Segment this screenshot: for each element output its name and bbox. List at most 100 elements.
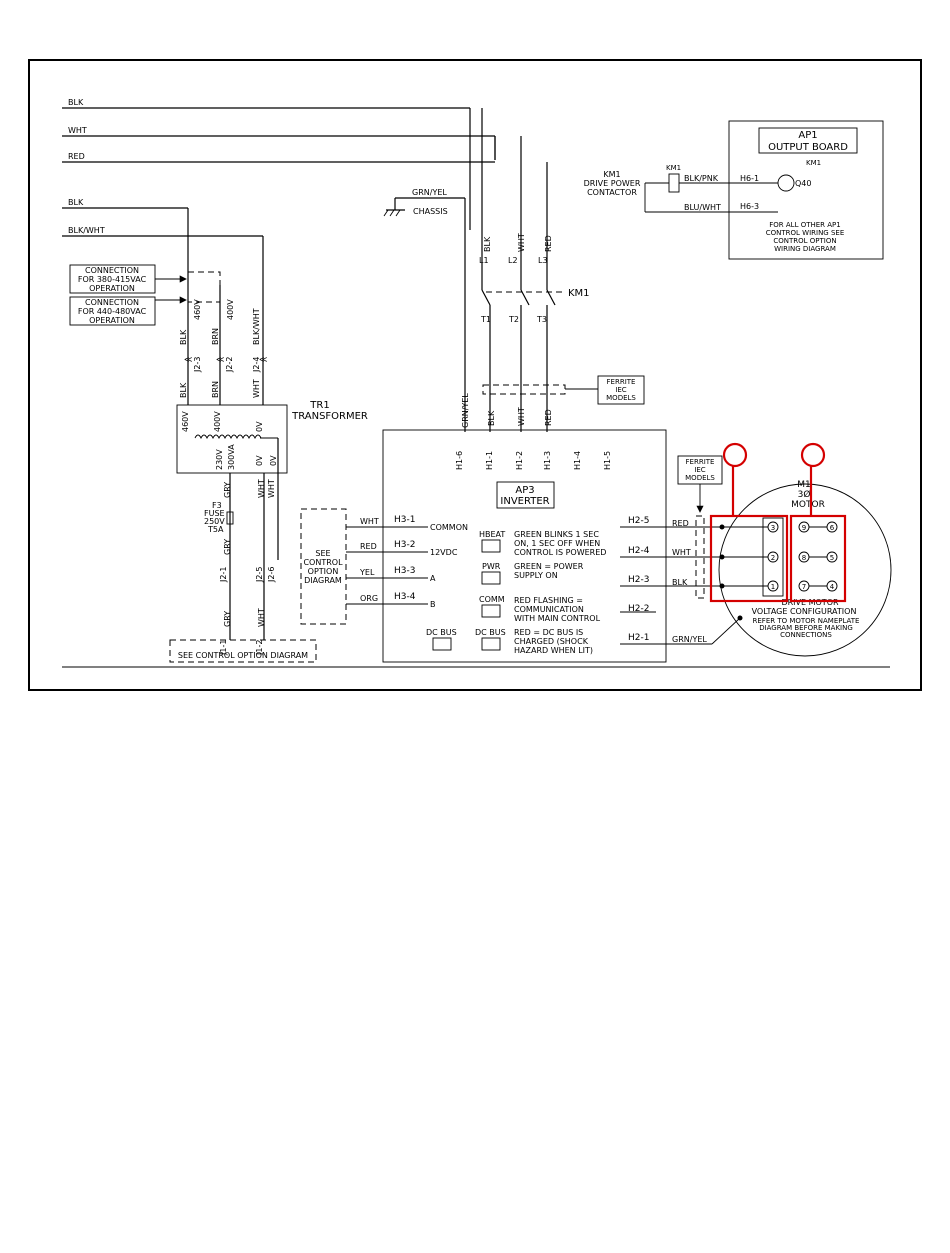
svg-text:400V: 400V — [213, 411, 222, 432]
svg-text:WHT: WHT — [672, 548, 691, 557]
svg-text:INVERTER: INVERTER — [500, 496, 549, 507]
svg-text:0V: 0V — [255, 455, 264, 466]
svg-text:RED FLASHING =: RED FLASHING = — [514, 596, 583, 605]
svg-text:J2-2: J2-2 — [225, 357, 234, 373]
svg-text:BLK: BLK — [483, 236, 492, 252]
svg-text:HAZARD WHEN LIT): HAZARD WHEN LIT) — [514, 646, 593, 655]
svg-text:J1-2: J1-2 — [255, 640, 264, 656]
highlight-box-line-terminals — [709, 514, 789, 603]
connection-box-380: CONNECTION FOR 380-415VAC OPERATION — [69, 264, 187, 294]
ap3-inverter: AP3 INVERTER H1-6 H1-1 H1-2 H1-3 H1-4 H1… — [346, 429, 741, 663]
svg-text:CONTROL WIRING SEE: CONTROL WIRING SEE — [766, 229, 845, 237]
svg-text:MODELS: MODELS — [685, 474, 715, 482]
svg-text:H3-2: H3-2 — [394, 540, 415, 550]
svg-text:T3: T3 — [536, 315, 547, 324]
svg-text:3Ø: 3Ø — [798, 489, 811, 500]
svg-text:8: 8 — [802, 554, 806, 562]
m1-motor: M1 3Ø MOTOR 3 2 1 9 6 8 5 7 4 DRIVE MOTO… — [718, 480, 892, 657]
km1-label: KM1 — [568, 288, 590, 299]
svg-text:WHT: WHT — [517, 233, 526, 252]
svg-text:GREEN BLINKS 1 SEC: GREEN BLINKS 1 SEC — [514, 530, 599, 539]
svg-text:GREEN = POWER: GREEN = POWER — [514, 562, 584, 571]
svg-text:WHT: WHT — [267, 479, 276, 498]
svg-text:COMMUNICATION: COMMUNICATION — [514, 605, 584, 614]
svg-text:J1-1: J1-1 — [219, 640, 228, 656]
svg-text:H2-4: H2-4 — [628, 546, 650, 556]
svg-text:230V: 230V — [215, 449, 224, 470]
highlight-marker-right — [800, 442, 826, 468]
fuse-f3 — [226, 511, 234, 525]
svg-text:GRY: GRY — [223, 539, 232, 555]
km1-coil: KM1 DRIVE POWER CONTACTOR KM1 BLK/PNK BL… — [584, 164, 778, 213]
svg-text:A: A — [430, 574, 436, 583]
svg-text:H2-1: H2-1 — [628, 633, 649, 643]
svg-text:0V: 0V — [269, 455, 278, 466]
svg-text:BRN: BRN — [211, 328, 220, 345]
svg-text:YEL: YEL — [359, 568, 375, 577]
svg-text:T1: T1 — [480, 315, 491, 324]
svg-text:HBEAT: HBEAT — [479, 530, 505, 539]
wire-label-blk-2: BLK — [68, 198, 84, 207]
svg-text:H1-5: H1-5 — [603, 451, 612, 470]
svg-text:≪: ≪ — [259, 355, 267, 364]
svg-text:Q40: Q40 — [795, 179, 811, 188]
svg-text:J2-1: J2-1 — [219, 567, 228, 583]
svg-text:2: 2 — [771, 554, 775, 562]
chassis-label: CHASSIS — [413, 207, 448, 216]
svg-text:DIAGRAM BEFORE MAKING: DIAGRAM BEFORE MAKING — [759, 624, 853, 632]
svg-text:H6-3: H6-3 — [740, 202, 759, 211]
svg-text:DIAGRAM: DIAGRAM — [304, 576, 342, 585]
tap-blk-wht: BLK/WHT — [252, 308, 261, 345]
ap1-output-board: AP1 OUTPUT BOARD KM1 Q40 H6-1 H6-3 FOR A… — [728, 120, 884, 260]
svg-text:MODELS: MODELS — [606, 394, 636, 402]
svg-text:WHT: WHT — [257, 608, 266, 627]
svg-text:BLK: BLK — [487, 410, 496, 426]
svg-text:BLK: BLK — [672, 578, 688, 587]
svg-text:H3-1: H3-1 — [394, 515, 415, 525]
svg-text:M1: M1 — [797, 480, 811, 490]
highlight-box-jumper-terminals — [789, 514, 847, 603]
svg-text:H1-2: H1-2 — [515, 451, 524, 470]
svg-text:F3: F3 — [212, 501, 222, 510]
svg-text:BLU/WHT: BLU/WHT — [684, 203, 721, 212]
svg-text:RED: RED — [672, 519, 689, 528]
svg-text:OUTPUT BOARD: OUTPUT BOARD — [768, 142, 848, 153]
svg-text:H3-4: H3-4 — [394, 592, 416, 602]
svg-text:RED = DC BUS IS: RED = DC BUS IS — [514, 628, 583, 637]
svg-text:GRN/YEL: GRN/YEL — [461, 393, 470, 428]
svg-text:RED: RED — [360, 542, 377, 551]
svg-text:T5A: T5A — [207, 525, 224, 534]
svg-text:BLK: BLK — [179, 382, 188, 398]
see-control-bottom-box: SEE CONTROL OPTION DIAGRAM — [169, 639, 317, 663]
drawing-frame — [28, 59, 922, 691]
svg-text:CONTACTOR: CONTACTOR — [587, 188, 637, 197]
svg-text:CONTROL OPTION: CONTROL OPTION — [773, 237, 836, 245]
svg-text:FOR ALL OTHER AP1: FOR ALL OTHER AP1 — [769, 221, 840, 229]
svg-text:COMM: COMM — [479, 595, 505, 604]
svg-text:6: 6 — [830, 524, 835, 532]
wire-label-red: RED — [68, 152, 85, 161]
svg-text:IEC: IEC — [615, 386, 626, 394]
tap-400v: 400V — [226, 299, 235, 320]
wire-label-wht: WHT — [68, 126, 87, 135]
svg-text:KM1: KM1 — [603, 170, 620, 179]
svg-text:RED: RED — [544, 235, 553, 252]
svg-text:H2-3: H2-3 — [628, 575, 649, 585]
svg-text:5: 5 — [830, 554, 834, 562]
svg-text:GRY: GRY — [223, 482, 232, 498]
km1-contactor: BLK WHT RED L1 L2 L3 KM1 T1 T2 T3 — [479, 233, 590, 432]
svg-text:SEE CONTROL OPTION DIAGRAM: SEE CONTROL OPTION DIAGRAM — [178, 651, 308, 660]
ferrite-top: FERRITE IEC MODELS GRN/YEL BLK WHT RED — [461, 375, 645, 428]
tr1-name: TR1 — [309, 400, 329, 411]
svg-text:L2: L2 — [508, 256, 518, 265]
svg-text:RED: RED — [544, 409, 553, 426]
svg-text:H1-6: H1-6 — [455, 451, 464, 470]
svg-text:J2-6: J2-6 — [267, 567, 276, 583]
svg-text:H3-3: H3-3 — [394, 566, 415, 576]
svg-text:12VDC: 12VDC — [430, 548, 458, 557]
svg-text:460V: 460V — [181, 411, 190, 432]
svg-text:CONTROL IS POWERED: CONTROL IS POWERED — [514, 548, 606, 557]
wire-label-blk-wht: BLK/WHT — [68, 226, 105, 235]
svg-text:CHARGED (SHOCK: CHARGED (SHOCK — [514, 637, 589, 646]
